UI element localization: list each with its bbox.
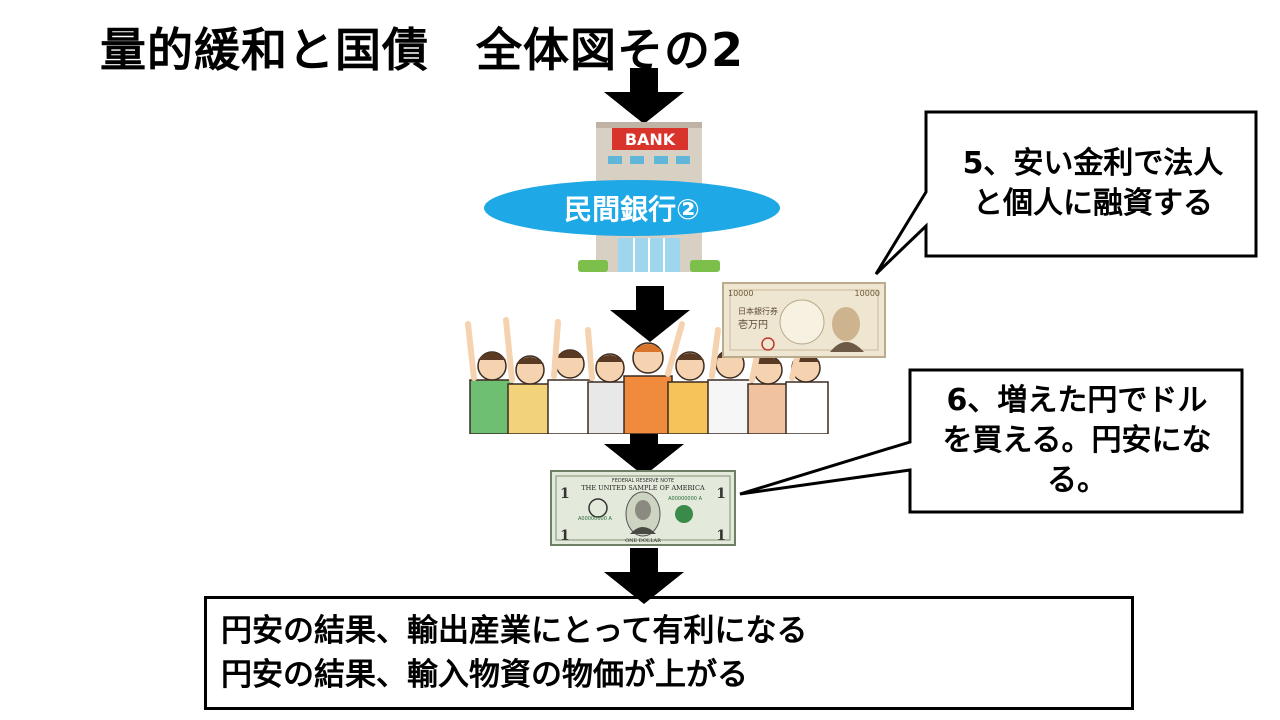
callout-6-line-3: る。	[1046, 463, 1107, 498]
dollar-digit-top-right: 1	[716, 486, 726, 502]
page-title: 量的緩和と国債 全体図その2	[100, 23, 745, 77]
dollar-footer-text: ONE DOLLAR	[625, 538, 661, 544]
bank-sign-text: BANK	[625, 130, 676, 149]
yen-denomination-right: 10000	[855, 289, 880, 298]
yen-banknote-icon: 10000 10000 日本銀行券 壱万円	[722, 282, 886, 358]
callout-6: 6、増えた円でドル を買える。円安にな る。	[912, 372, 1242, 510]
dollar-digit-bottom-left: 1	[560, 528, 570, 544]
callout-5: 5、安い金利で法人 と個人に融資する	[930, 114, 1256, 254]
dollar-digit-top-left: 1	[560, 486, 570, 502]
result-line-1: 円安の結果、輸出産業にとって有利になる	[221, 613, 808, 649]
result-box: 円安の結果、輸出産業にとって有利になる 円安の結果、輸入物資の物価が上がる	[204, 596, 1134, 710]
callout-6-line-1: 6、増えた円でドル	[946, 383, 1208, 418]
yen-issuer-text: 日本銀行券	[738, 306, 778, 316]
down-arrow-1	[604, 68, 684, 124]
yen-denomination-left: 10000	[728, 289, 753, 298]
result-line-2: 円安の結果、輸入物資の物価が上がる	[221, 657, 748, 693]
callout-5-line-2: と個人に融資する	[973, 186, 1213, 221]
callout-6-line-2: を買える。円安にな	[942, 423, 1212, 458]
dollar-banknote-icon: FEDERAL RESERVE NOTE THE UNITED SAMPLE O…	[550, 470, 736, 546]
dollar-digit-bottom-right: 1	[716, 528, 726, 544]
yen-amount-text: 壱万円	[738, 318, 768, 331]
down-arrow-3	[604, 420, 684, 476]
dollar-serial-left: A00000000 A	[578, 516, 612, 522]
dollar-line-text: THE UNITED SAMPLE OF AMERICA	[581, 484, 705, 492]
callout-5-line-1: 5、安い金利で法人	[962, 146, 1224, 181]
dollar-header-text: FEDERAL RESERVE NOTE	[612, 478, 674, 484]
dollar-serial-right: A00000000 A	[668, 496, 702, 502]
bank-label: 民間銀行②	[484, 180, 780, 236]
down-arrow-2	[610, 286, 690, 342]
down-arrow-4	[604, 548, 684, 604]
